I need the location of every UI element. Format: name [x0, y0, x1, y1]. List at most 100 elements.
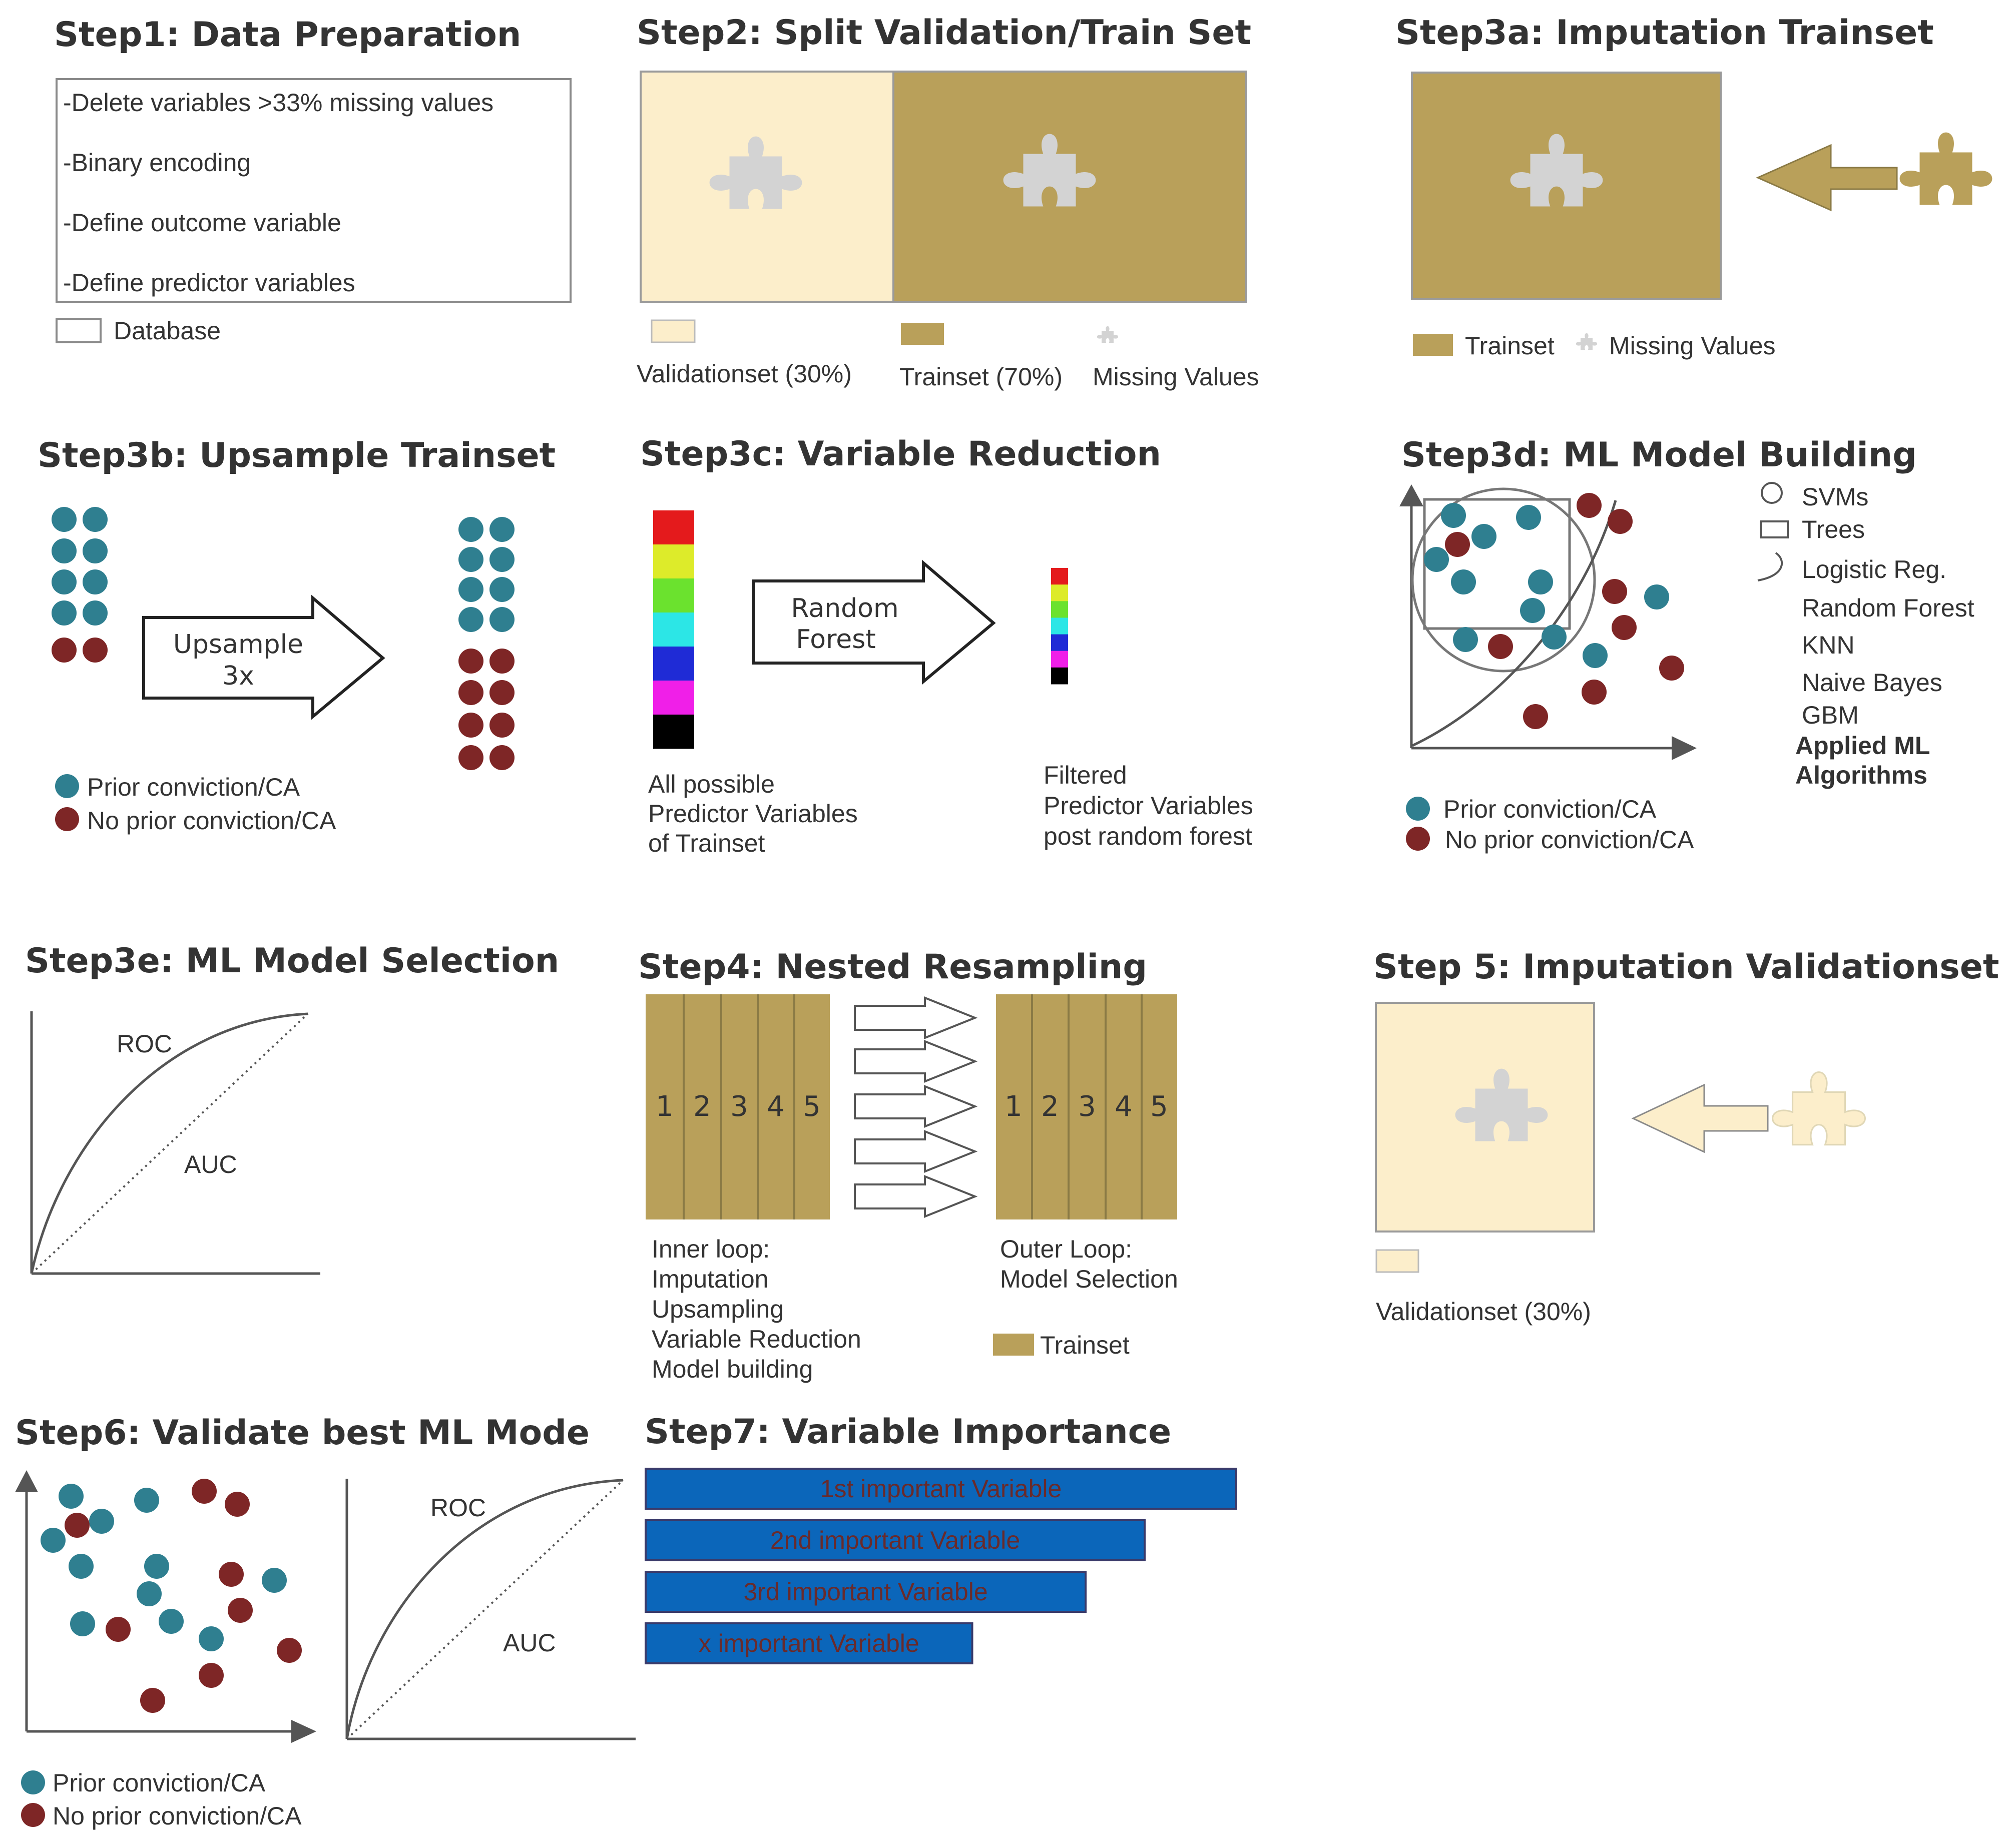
imputed-puzzle-piece-icon [1772, 1071, 1866, 1146]
prior-legend-label: Prior conviction/CA [1443, 795, 1657, 823]
y-axis-arrow-icon [1399, 484, 1423, 506]
inner-loop-label: Imputation [652, 1265, 768, 1293]
roc-label: ROC [430, 1494, 486, 1522]
all-predictors-color-bar [653, 510, 694, 749]
puzzle-piece-icon [1097, 326, 1119, 343]
filtered-predictors-color-bar [1051, 568, 1068, 685]
auc-label: AUC [184, 1150, 237, 1178]
random-forest-arrow-label: Forest [796, 625, 876, 655]
original-sample-dots [52, 507, 108, 663]
step3b-panel: Step3b: Upsample Trainset Upsample 3x [38, 436, 556, 835]
imputation-arrow-icon [1756, 144, 1898, 212]
trainset-legend-label: Trainset [1040, 1331, 1130, 1359]
prior-dot [52, 600, 77, 626]
importance-bar [645, 1468, 1237, 1510]
prior-dot [262, 1568, 287, 1593]
prior-dot [83, 507, 108, 532]
all-predictors-label: of Trainset [648, 829, 765, 857]
prior-dot [83, 569, 108, 594]
prior-dot [1528, 569, 1553, 594]
prior-legend-dot [21, 1770, 45, 1794]
outer-loop-label: Outer Loop: [1000, 1235, 1132, 1263]
prior-dot [458, 577, 483, 602]
prior-dot [1424, 547, 1449, 572]
database-legend-swatch [56, 318, 102, 343]
step1-item: -Define outcome variable [63, 209, 341, 237]
prior-dot [489, 547, 515, 572]
filtered-predictors-label: post random forest [1044, 822, 1252, 850]
inner-loop-label: Upsampling [652, 1295, 784, 1323]
prior-dot [489, 577, 515, 602]
prior-dot [1516, 505, 1541, 530]
step7-title: Step7: Variable Importance [645, 1412, 1171, 1452]
filtered-predictors-label: Predictor Variables [1044, 792, 1253, 820]
prior-legend-label: Prior conviction/CA [87, 773, 300, 801]
upsample-arrow-factor: 3x [222, 661, 254, 691]
model-building-scatter [1424, 493, 1684, 729]
prior-dot [52, 538, 77, 563]
step3e-panel: Step3e: ML Model Selection ROC AUC [25, 941, 559, 1275]
no-prior-dot [277, 1638, 302, 1663]
prior-dot [134, 1488, 159, 1513]
prior-dot [1644, 584, 1669, 609]
step1-panel: Step1: Data Preparation -Delete variable… [54, 15, 572, 345]
fold-number: 5 [1150, 1090, 1168, 1123]
no-prior-dot [1659, 656, 1684, 681]
prior-dot [1583, 643, 1608, 668]
step6-title: Step6: Validate best ML Mode [15, 1413, 590, 1453]
missing-values-legend-label: Missing Values [1093, 363, 1259, 391]
algorithm-label: KNN [1802, 631, 1855, 659]
algorithm-label: SVMs [1802, 483, 1868, 511]
random-forest-arrow [752, 559, 996, 685]
trainset-legend-swatch [901, 323, 944, 345]
step4-panel: Step4: Nested Resampling 1 2 3 4 5 [638, 947, 1178, 1383]
applied-ml-label: Algorithms [1795, 761, 1927, 789]
svm-legend-icon [1761, 482, 1783, 504]
importance-bar-label: 3rd important Variable [743, 1578, 987, 1606]
prior-dot [59, 1484, 84, 1509]
filtered-predictor-color-segment [1051, 568, 1068, 585]
no-prior-dot [1445, 532, 1470, 557]
no-prior-legend-dot [21, 1803, 45, 1827]
importance-bar [645, 1622, 973, 1664]
step3c-title: Step3c: Variable Reduction [640, 434, 1161, 474]
database-legend-label: Database [114, 317, 221, 345]
step5-panel: Step 5: Imputation Validationset Validat… [1373, 947, 1999, 1326]
prior-legend-label: Prior conviction/CA [53, 1769, 266, 1797]
fold-number: 2 [1041, 1090, 1059, 1123]
prior-dot [41, 1528, 66, 1553]
step3a-panel: Step3a: Imputation Trainset Trainset Mis… [1395, 13, 1992, 360]
filtered-predictor-color-segment [1051, 584, 1068, 601]
importance-bar-label: x important Variable [699, 1629, 919, 1657]
prior-dot [69, 1554, 94, 1579]
predictor-color-segment [653, 544, 694, 579]
prior-dot [159, 1609, 184, 1634]
roc-curve [30, 1012, 308, 1274]
predictor-color-segment [653, 612, 694, 647]
prior-dot [489, 607, 515, 632]
prior-dot [458, 547, 483, 572]
roc-label: ROC [117, 1030, 172, 1058]
algorithm-label: Random Forest [1802, 594, 1974, 622]
step1-title: Step1: Data Preparation [54, 15, 521, 55]
no-prior-dot [199, 1663, 224, 1688]
algorithm-label: Naive Bayes [1802, 669, 1942, 697]
step4-title: Step4: Nested Resampling [638, 947, 1147, 987]
fold-number: 1 [1004, 1090, 1023, 1123]
prior-dot [1542, 625, 1567, 650]
all-predictors-label: Predictor Variables [648, 800, 858, 828]
no-prior-legend-dot [55, 807, 79, 831]
no-prior-dot [225, 1492, 250, 1517]
step3d-panel: Step3d: ML Model Building SVMs Trees Log… [1399, 435, 1974, 854]
no-prior-dot [192, 1479, 217, 1504]
no-prior-dot [489, 680, 515, 705]
validation-scatter [41, 1479, 302, 1713]
prior-dot [137, 1581, 162, 1606]
no-prior-dot [489, 745, 515, 770]
x-axis-arrow-icon [1672, 736, 1697, 760]
no-prior-legend-label: No prior conviction/CA [53, 1802, 302, 1830]
fold-block [646, 994, 830, 1219]
resampling-arrows [854, 996, 978, 1218]
imputed-puzzle-piece-icon [1899, 132, 1992, 205]
